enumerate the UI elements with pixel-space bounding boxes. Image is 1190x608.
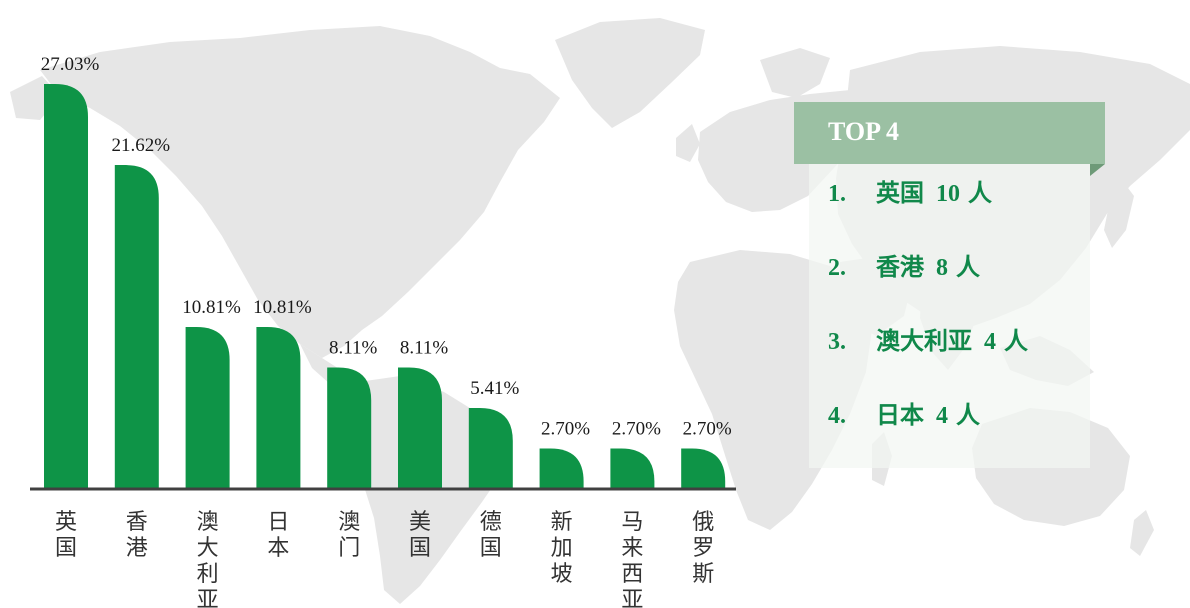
category-label: 美国 <box>409 510 431 561</box>
map-japan <box>1104 180 1134 248</box>
top-item-unit: 人 <box>1004 327 1028 355</box>
top-item-count: 4 <box>936 403 948 429</box>
bar-4 <box>256 327 301 489</box>
top-item-place: 香港 <box>876 253 924 281</box>
map-north-america <box>40 26 560 358</box>
bar-1 <box>44 84 88 489</box>
top-item-count: 10 <box>936 181 960 207</box>
category-label: 德国 <box>480 510 502 561</box>
top-item-count: 4 <box>984 329 996 355</box>
top-item-unit: 人 <box>956 253 980 281</box>
bar-9 <box>610 448 655 489</box>
bar-value-label: 5.41% <box>470 378 519 399</box>
top-item-unit: 人 <box>956 401 980 429</box>
bar-10 <box>681 448 726 489</box>
bar-chart: 27.03% 21.62% 10.81% 10.81% 8.11% 8.11% 5.41% 2… <box>30 54 736 608</box>
top-item-unit: 人 <box>968 179 992 207</box>
bar-value-label: 8.11% <box>329 337 378 358</box>
bar-value-label: 2.70% <box>683 419 732 440</box>
map-scandinavia <box>760 48 830 98</box>
top-item-rank: 3. <box>828 329 846 355</box>
category-label: 俄罗斯 <box>692 510 714 587</box>
category-label: 香港 <box>126 510 148 561</box>
category-label: 新加坡 <box>551 510 573 587</box>
top-item-rank: 1. <box>828 181 846 207</box>
bar-6 <box>398 367 442 489</box>
bar-value-label: 8.11% <box>400 337 449 358</box>
bar-2 <box>114 165 159 489</box>
bar-5 <box>327 367 372 489</box>
top-item-rank: 4. <box>828 403 846 429</box>
bar-value-label: 2.70% <box>612 419 661 440</box>
top-list-item: 1. 英国 10 人 <box>828 172 1028 220</box>
bar-8 <box>539 448 584 489</box>
category-label: 马来西亚 <box>621 510 643 608</box>
top-panel-header-fold <box>1090 164 1105 176</box>
bar-value-label: 27.03% <box>41 54 100 75</box>
bar-value-label: 10.81% <box>253 297 312 318</box>
top-item-count: 8 <box>936 255 948 281</box>
top-item-place: 英国 <box>876 179 924 207</box>
top-item-place: 日本 <box>876 401 924 429</box>
map-greenland <box>555 18 705 128</box>
top-panel-header: TOP 4 <box>794 102 1105 164</box>
bar-3 <box>185 327 230 489</box>
map-new-zealand <box>1130 510 1154 556</box>
bar-7 <box>468 407 513 489</box>
bar-value-label: 2.70% <box>541 419 590 440</box>
category-label: 英国 <box>55 510 77 561</box>
top-panel-title: TOP 4 <box>828 117 900 146</box>
bars-layer <box>44 84 726 489</box>
bar-value-label: 10.81% <box>182 297 241 318</box>
top-item-place: 澳大利亚 <box>876 327 972 355</box>
top-item-rank: 2. <box>828 255 846 281</box>
category-label: 澳门 <box>338 510 360 561</box>
category-label: 日本 <box>267 510 289 561</box>
bar-value-label: 21.62% <box>112 135 171 156</box>
map-uk <box>676 124 700 162</box>
category-label: 澳大利亚 <box>197 510 219 608</box>
value-labels-layer: 27.03% 21.62% 10.81% 10.81% 8.11% 8.11% 5.41% 2… <box>41 54 732 440</box>
